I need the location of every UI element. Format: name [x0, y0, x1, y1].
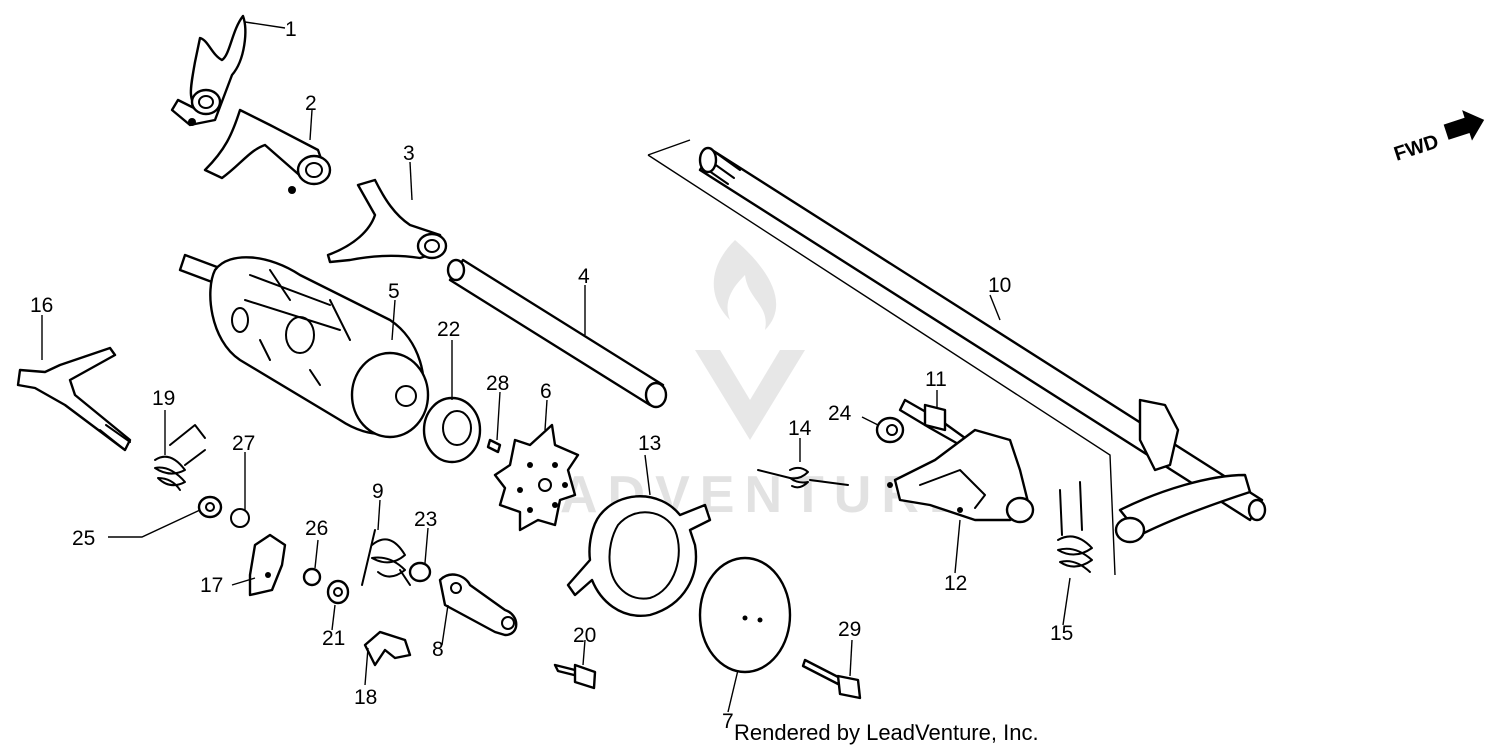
callout-6: 6 [540, 380, 552, 403]
callout-10: 10 [988, 274, 1011, 297]
part-bolt-20 [553, 663, 597, 690]
callout-9: 9 [372, 480, 384, 503]
part-arm-8 [438, 573, 518, 637]
callout-8: 8 [432, 638, 444, 661]
callout-20: 20 [573, 624, 596, 647]
callout-19: 19 [152, 387, 175, 410]
part-bracket-17 [248, 533, 287, 597]
part-washer-26 [302, 567, 322, 587]
part-spring-15 [1057, 481, 1093, 573]
part-spring-14 [757, 466, 849, 489]
part-washer-24 [875, 416, 905, 444]
callout-13: 13 [638, 432, 661, 455]
fwd-label: FWD [1391, 131, 1441, 166]
part-nut-21 [326, 579, 350, 605]
callout-29: 29 [838, 618, 861, 641]
part-shift-fork-3 [326, 178, 448, 264]
part-stopper-bolt-11 [898, 398, 967, 447]
part-gasket-7 [698, 556, 792, 674]
part-shift-spindle [698, 146, 1267, 544]
callout-12: 12 [944, 572, 967, 595]
callout-22: 22 [437, 318, 460, 341]
callout-24: 24 [828, 402, 852, 425]
credit-text: Rendered by LeadVenture, Inc. [734, 720, 1039, 745]
part-bolt-29 [801, 658, 862, 700]
part-shift-fork-1 [170, 14, 247, 127]
part-dowel-pin-28 [486, 438, 502, 454]
callout-25: 25 [72, 527, 95, 550]
callout-21: 21 [322, 627, 345, 650]
part-shift-fork-2 [203, 108, 332, 194]
callout-18: 18 [354, 686, 377, 709]
callout-28: 28 [486, 372, 509, 395]
callout-17: 17 [200, 574, 223, 597]
forward-arrow-icon: FWD [1391, 110, 1485, 166]
callout-26: 26 [305, 517, 328, 540]
part-spring-19 [154, 424, 206, 491]
part-washer-23 [408, 561, 432, 583]
part-circlip-27 [230, 508, 250, 528]
part-shift-drum [178, 253, 430, 439]
part-washer-25 [197, 495, 223, 519]
leader-lines [41, 21, 1071, 713]
part-washer-22 [422, 396, 482, 464]
callout-27: 27 [232, 432, 255, 455]
part-spindle-16 [16, 346, 132, 452]
part-plate-13 [566, 495, 712, 617]
callout-11: 11 [925, 368, 947, 391]
part-spring-9 [361, 529, 411, 586]
callout-5: 5 [388, 280, 400, 303]
callout-7: 7 [722, 710, 734, 733]
callout-4: 4 [578, 265, 590, 288]
callout-3: 3 [403, 142, 415, 165]
part-fork-shaft [446, 258, 668, 409]
part-bracket-18 [363, 630, 412, 667]
callout-16: 16 [30, 294, 53, 317]
callout-14: 14 [788, 417, 812, 440]
callout-2: 2 [305, 92, 317, 115]
callout-15: 15 [1050, 622, 1073, 645]
part-stopper-arm-12 [887, 428, 1035, 524]
part-cam-plate-6 [493, 423, 580, 532]
callout-1: 1 [285, 18, 297, 41]
callout-labels: 1 2 3 4 5 6 7 8 9 10 11 12 13 14 15 16 1… [30, 18, 1073, 733]
callout-23: 23 [414, 508, 437, 531]
